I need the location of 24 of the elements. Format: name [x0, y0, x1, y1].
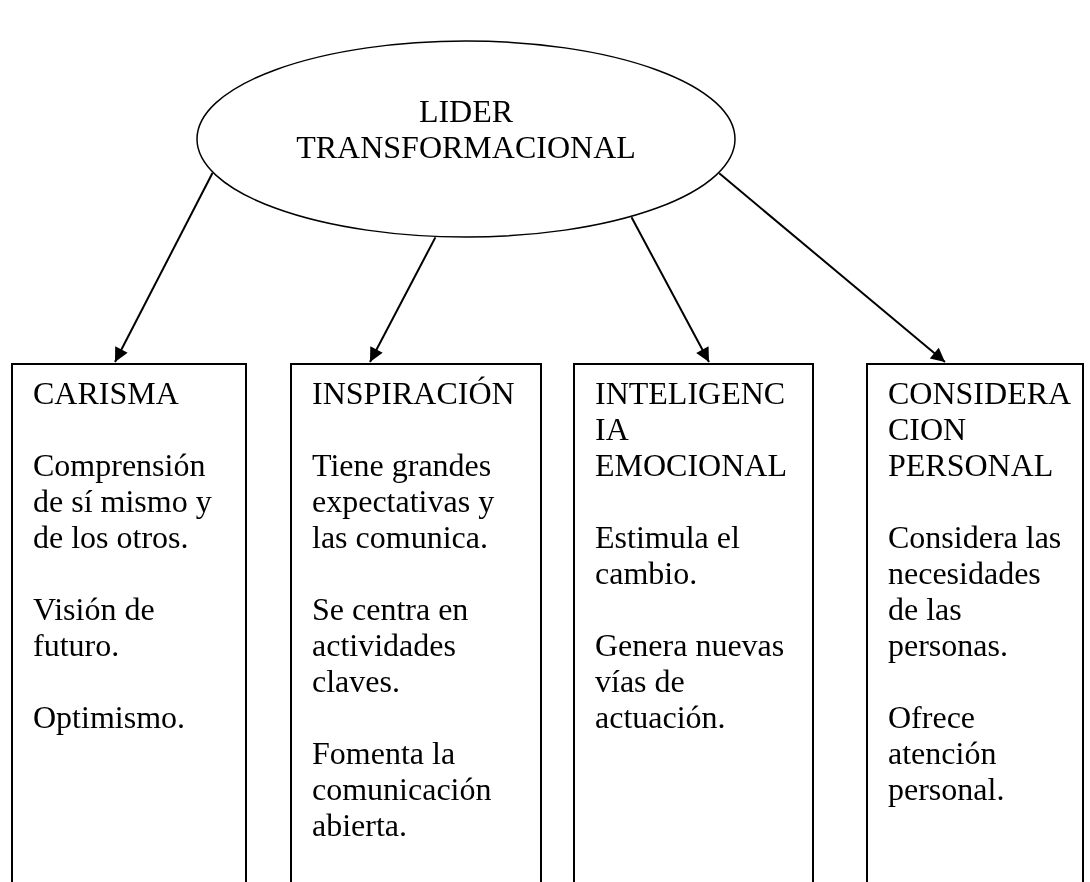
ellipse-node — [196, 40, 736, 238]
box-heading: CARISMA — [33, 375, 180, 411]
column-box — [290, 363, 542, 882]
arrow — [114, 172, 214, 363]
box-text: Optimismo. — [33, 699, 186, 735]
arrow — [630, 216, 710, 363]
box-heading: INTELIGENCIA EMOCIONAL — [595, 375, 788, 483]
column-box — [573, 363, 814, 882]
column-box — [866, 363, 1084, 882]
box-text: Ofrece atención personal. — [888, 699, 1006, 807]
box-text: Tiene grandes expectativas y las comunica. — [312, 447, 496, 555]
arrow — [718, 172, 946, 363]
node-title: LIDER TRANSFORMACIONAL — [295, 93, 637, 165]
box-text: Considera las necesidades de las personas. — [888, 519, 1063, 663]
box-heading: INSPIRACIÓN — [312, 375, 516, 411]
box-text: Fomenta la comunicación abierta. — [312, 735, 493, 843]
box-text: Estimula el cambio. — [595, 519, 741, 591]
column-box — [11, 363, 247, 882]
box-text: Visión de futuro. — [33, 591, 156, 663]
box-heading: CONSIDERACION PERSONAL — [888, 375, 1073, 483]
box-text: Comprensión de sí mismo y de los otros. — [33, 447, 213, 555]
box-text: Genera nuevas vías de actuación. — [595, 627, 786, 735]
arrow — [369, 236, 437, 363]
box-text: Se centra en actividades claves. — [312, 591, 470, 699]
